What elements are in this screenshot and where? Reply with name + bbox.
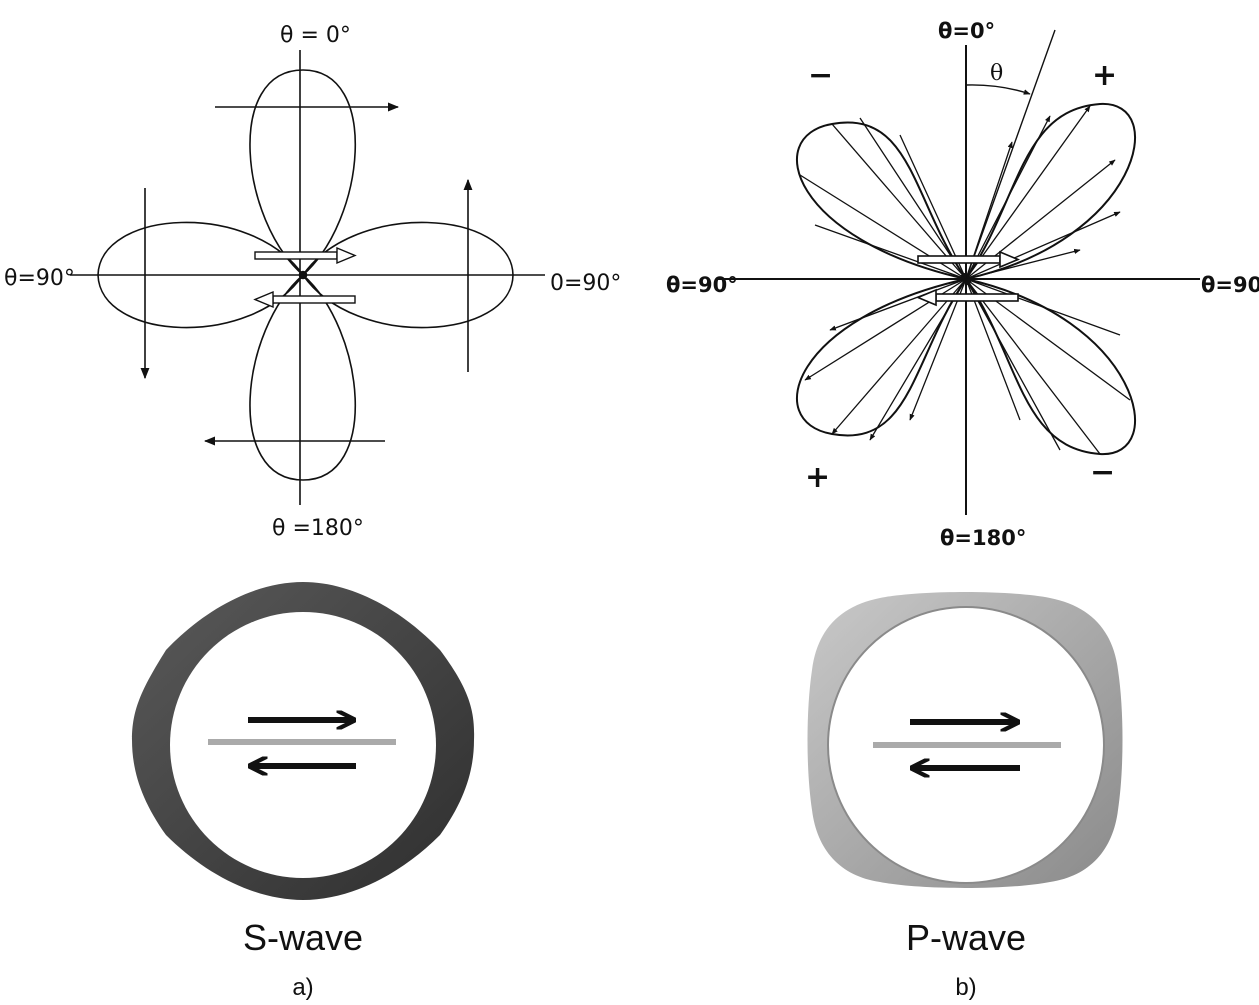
label-b-top: θ=0° [938,19,995,43]
sign-top-left: − [808,58,833,93]
label-a-bottom: θ =180° [272,516,364,541]
lobe-upper-left [795,121,969,281]
label-b-right: θ=90° [1201,273,1259,297]
sign-bottom-right: − [1090,455,1115,490]
couple-arrows [253,246,357,309]
s-wave-icon [132,582,475,900]
lobe-bottom [249,273,356,481]
p-wave-label: P-wave [906,917,1026,958]
lobe-left [97,221,304,329]
label-b-bottom: θ=180° [940,526,1026,550]
label-a-right: 0=90° [550,271,621,296]
focus-point [298,270,308,280]
label-a-left: θ=90° [4,266,75,291]
s-wave-label: S-wave [243,917,363,958]
lobe-top [249,69,356,277]
theta-arc [965,84,1031,95]
lobe-upper-right [963,102,1136,281]
p-wave-icon [807,592,1123,888]
theta-ray [965,29,1056,280]
caption-b: b) [955,974,976,1001]
lobe-lower-right [963,277,1136,456]
couple-arrows [915,250,1021,307]
label-a-top: θ = 0° [280,23,351,48]
sign-top-right: + [1092,58,1117,93]
lobe-lower-left [795,277,969,437]
sign-bottom-left: + [805,460,830,495]
label-b-theta: θ [990,61,1003,86]
caption-a: a) [292,974,313,1001]
lobe-right [302,221,514,329]
label-b-left: θ=90° [666,273,738,297]
s-wave-radiation-pattern [70,50,545,505]
p-wave-radiation-pattern [718,29,1200,515]
